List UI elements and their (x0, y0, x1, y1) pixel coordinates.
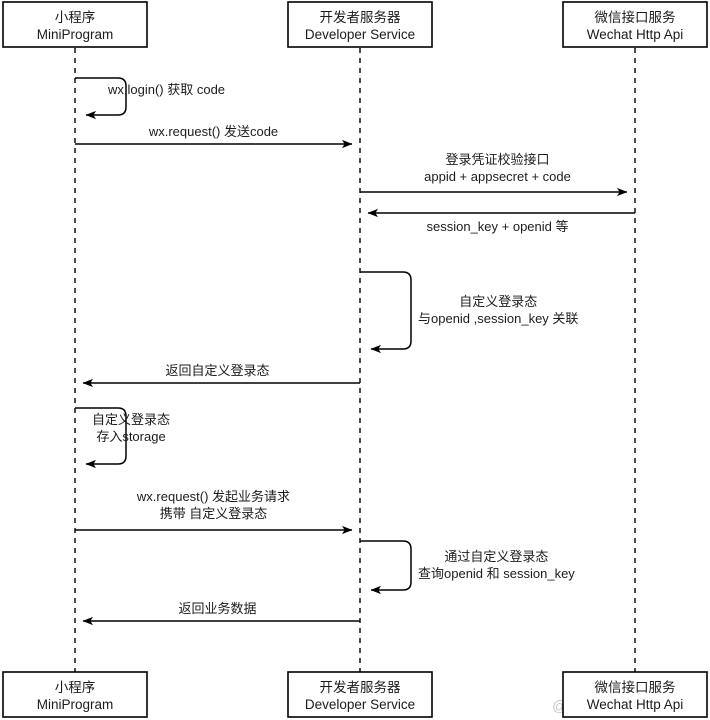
message-label-line1: wx.request() 发起业务请求 (136, 489, 291, 504)
message-label-m3: 登录凭证校验接口 appid + appsecret + code (360, 152, 635, 186)
message-label-line2: 存入storage (96, 428, 166, 444)
message-arrow-m9-self-lookup-openid[interactable] (360, 540, 412, 595)
message-arrow-m1-self-login[interactable] (75, 77, 127, 120)
message-label-line2: 查询openid 和 session_key (418, 565, 575, 581)
actor-box-bottom-miniprogram[interactable] (2, 671, 148, 718)
message-label-m9: 通过自定义登录态 查询openid 和 session_key (418, 549, 575, 583)
message-label-m6: 返回自定义登录态 (75, 363, 360, 380)
message-label-line1: wx.login() 获取 code (108, 82, 226, 97)
message-label-line1: 自定义登录态 (459, 294, 538, 309)
message-label-line1: 通过自定义登录态 (444, 549, 549, 564)
actor-box-top-miniprogram[interactable] (2, 1, 148, 48)
message-label-m7: 自定义登录态 存入storage (71, 412, 191, 446)
message-label-m2: wx.request() 发送code (75, 124, 352, 141)
message-label-line1: 自定义登录态 (91, 412, 170, 427)
message-label-line1: wx.request() 发送code (148, 124, 279, 139)
message-label-m1: wx.login() 获取 code (108, 82, 225, 99)
message-label-m8: wx.request() 发起业务请求 携带 自定义登录态 (75, 489, 352, 523)
message-arrow-m5-self-custom-login-state[interactable] (360, 271, 412, 354)
message-label-line1: 返回自定义登录态 (165, 363, 270, 378)
actor-box-top-developer-service[interactable] (287, 1, 433, 48)
actor-box-top-wechat-http-api[interactable] (562, 1, 708, 48)
actor-box-bottom-developer-service[interactable] (287, 671, 433, 718)
message-label-m4: session_key + openid 等 (360, 219, 635, 236)
actor-box-bottom-wechat-http-api[interactable] (562, 671, 708, 718)
message-label-line1: session_key + openid 等 (426, 219, 569, 234)
message-label-line1: 登录凭证校验接口 (445, 152, 550, 167)
message-arrow-m7-self-store-storage[interactable] (75, 407, 127, 469)
message-label-line2: 与openid ,session_key 关联 (418, 310, 579, 326)
message-label-line1: 返回业务数据 (178, 601, 257, 616)
message-label-m10: 返回业务数据 (75, 601, 360, 618)
message-label-m5: 自定义登录态 与openid ,session_key 关联 (418, 294, 578, 328)
message-label-line2: 携带 自定义登录态 (159, 505, 268, 521)
message-label-line2: appid + appsecret + code (424, 168, 571, 184)
